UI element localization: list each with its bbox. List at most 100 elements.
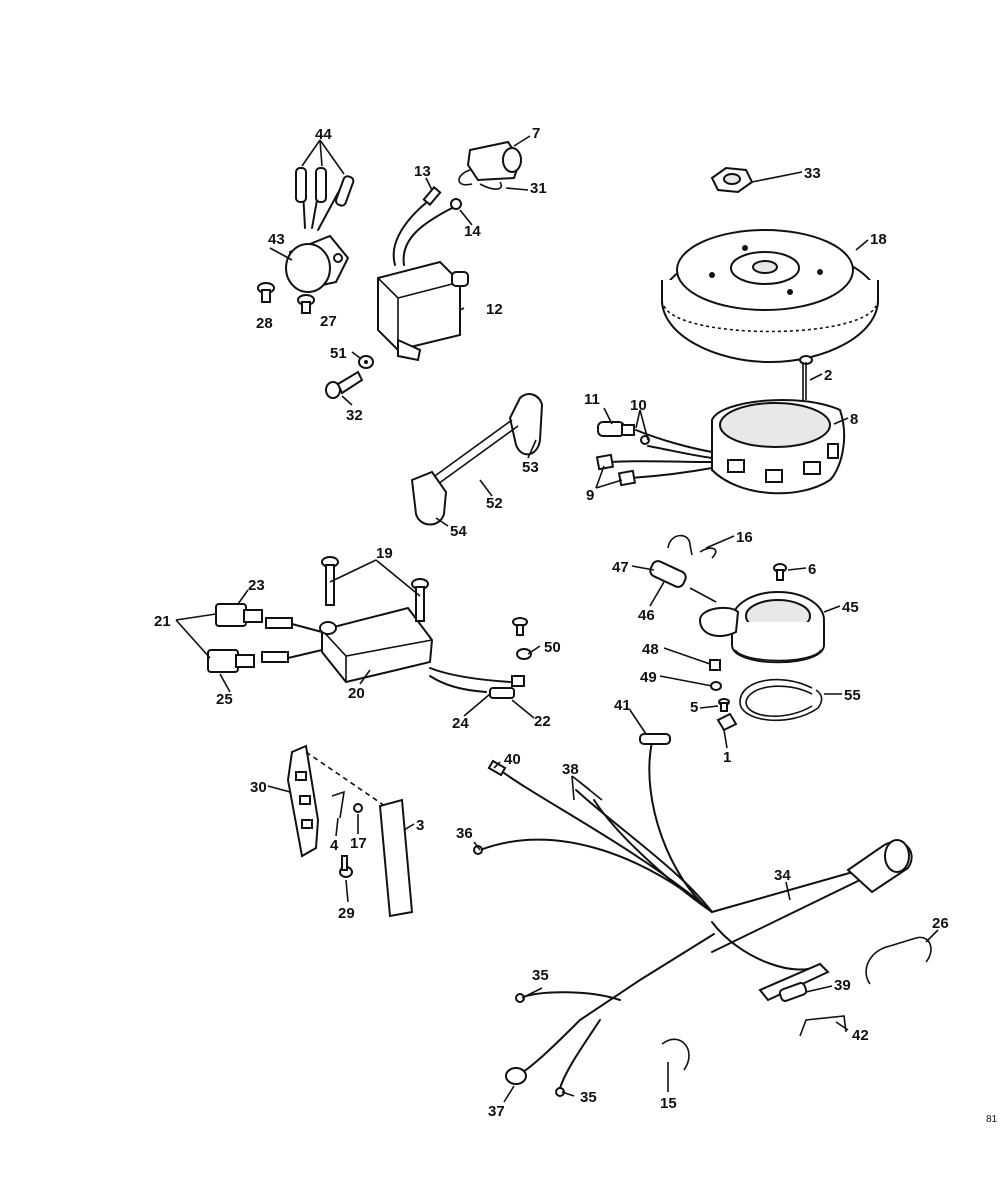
part-45-timer-base <box>698 591 825 664</box>
part-6-screw <box>773 563 787 581</box>
callout-14: 14 <box>464 223 481 240</box>
part-22-24-lead <box>429 667 525 699</box>
part-2-screw <box>799 355 813 400</box>
callout-3: 3 <box>416 817 424 834</box>
callout-40: 40 <box>504 751 521 768</box>
part-31-clip <box>458 169 502 190</box>
callout-26: 26 <box>932 915 949 932</box>
callout-43: 43 <box>268 231 285 248</box>
part-10-11-leads <box>597 421 713 459</box>
part-4-clip <box>331 790 345 819</box>
callout-21: 21 <box>154 613 171 630</box>
part-15-clip <box>661 1038 690 1071</box>
callout-44: 44 <box>315 126 332 143</box>
callout-19: 19 <box>376 545 393 562</box>
callout-52: 52 <box>486 495 503 512</box>
callout-53: 53 <box>522 459 539 476</box>
callout-54: 54 <box>450 523 467 540</box>
part-7-connector <box>466 140 522 182</box>
callout-9: 9 <box>586 487 594 504</box>
callout-48: 48 <box>642 641 659 658</box>
callout-5: 5 <box>690 699 698 716</box>
callout-22: 22 <box>534 713 551 730</box>
part-17-screw <box>353 803 363 813</box>
callout-35-lower: 35 <box>580 1089 597 1106</box>
callout-6: 6 <box>808 561 816 578</box>
callout-55: 55 <box>844 687 861 704</box>
callout-labels: 44 43 28 27 7 31 13 14 12 51 32 33 18 2 … <box>154 125 998 1125</box>
part-30-clamp <box>286 744 320 858</box>
callout-23: 23 <box>248 577 265 594</box>
part-27-screw <box>297 294 315 314</box>
callout-25: 25 <box>216 691 233 708</box>
callout-1: 1 <box>723 749 731 766</box>
part-9-terminals <box>595 453 713 487</box>
part-50-screw <box>512 617 532 660</box>
part-18-flywheel <box>661 229 879 364</box>
callout-36: 36 <box>456 825 473 842</box>
callout-24: 24 <box>452 715 469 732</box>
callout-41: 41 <box>614 697 631 714</box>
callout-34: 34 <box>774 867 791 884</box>
callout-2: 2 <box>824 367 832 384</box>
callout-33: 33 <box>804 165 821 182</box>
callout-38: 38 <box>562 761 579 778</box>
callout-39: 39 <box>834 977 851 994</box>
callout-10: 10 <box>630 397 647 414</box>
part-8-stator <box>711 398 846 495</box>
part-28-screw <box>257 282 275 303</box>
callout-37: 37 <box>488 1103 505 1120</box>
part-19-screws <box>321 556 429 622</box>
part-42-clip <box>799 1015 847 1037</box>
callout-7: 7 <box>532 125 540 142</box>
callout-47: 47 <box>612 559 629 576</box>
callout-20: 20 <box>348 685 365 702</box>
callout-29: 29 <box>338 905 355 922</box>
callout-51: 51 <box>330 345 347 362</box>
callout-46: 46 <box>638 607 655 624</box>
part-32-screw <box>325 370 364 399</box>
callout-45: 45 <box>842 599 859 616</box>
part-39-connector <box>778 982 808 1002</box>
callout-50: 50 <box>544 639 561 656</box>
callout-15: 15 <box>660 1095 677 1112</box>
part-5-screw <box>718 698 730 712</box>
part-48-bracket <box>709 659 721 671</box>
callout-35-upper: 35 <box>532 967 549 984</box>
callout-31: 31 <box>530 180 547 197</box>
part-49-washer <box>710 681 722 691</box>
part-52-53-54-plug-lead <box>410 393 544 526</box>
part-1-clamp <box>716 712 738 732</box>
callout-32: 32 <box>346 407 363 424</box>
callout-27: 27 <box>320 313 337 330</box>
part-20-power-pack <box>319 606 434 684</box>
part-33-nut <box>710 166 754 194</box>
page-mark: 81 <box>986 1114 998 1125</box>
part-29-screw <box>339 855 353 878</box>
part-26-clip <box>865 936 932 985</box>
part-13-14-wires <box>392 185 462 266</box>
callout-17: 17 <box>350 835 367 852</box>
part-3-cover <box>378 798 414 918</box>
part-21-23-25-connectors <box>207 603 323 673</box>
callout-13: 13 <box>414 163 431 180</box>
part-34-wiring-harness <box>473 733 913 1097</box>
callout-8: 8 <box>850 411 858 428</box>
part-51-washer <box>358 355 374 369</box>
callout-30: 30 <box>250 779 267 796</box>
part-43-rectifier <box>285 234 350 293</box>
callout-49: 49 <box>640 669 657 686</box>
callout-16: 16 <box>736 529 753 546</box>
part-16-clip <box>667 534 717 559</box>
part-12-ignition-coil <box>377 260 469 362</box>
part-46-47-sensor <box>649 560 717 603</box>
callout-4: 4 <box>330 837 339 854</box>
leader-lines <box>175 135 939 1103</box>
callout-11: 11 <box>584 391 600 408</box>
callout-28: 28 <box>256 315 273 332</box>
callout-42: 42 <box>852 1027 869 1044</box>
callout-12: 12 <box>486 301 503 318</box>
part-55-ring <box>739 678 823 722</box>
part-44-plug-leads <box>295 167 355 231</box>
